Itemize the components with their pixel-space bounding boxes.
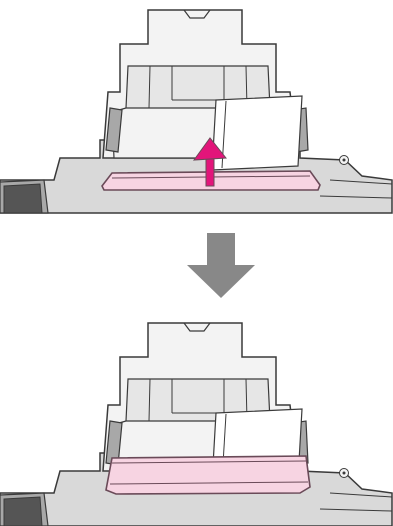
printer-before: [0, 9, 393, 214]
curved-up-arrow-icon: [192, 137, 227, 187]
printer-after: [0, 322, 393, 526]
feeder-guard-closed: [105, 455, 311, 495]
arrow-down-icon: [187, 233, 255, 298]
